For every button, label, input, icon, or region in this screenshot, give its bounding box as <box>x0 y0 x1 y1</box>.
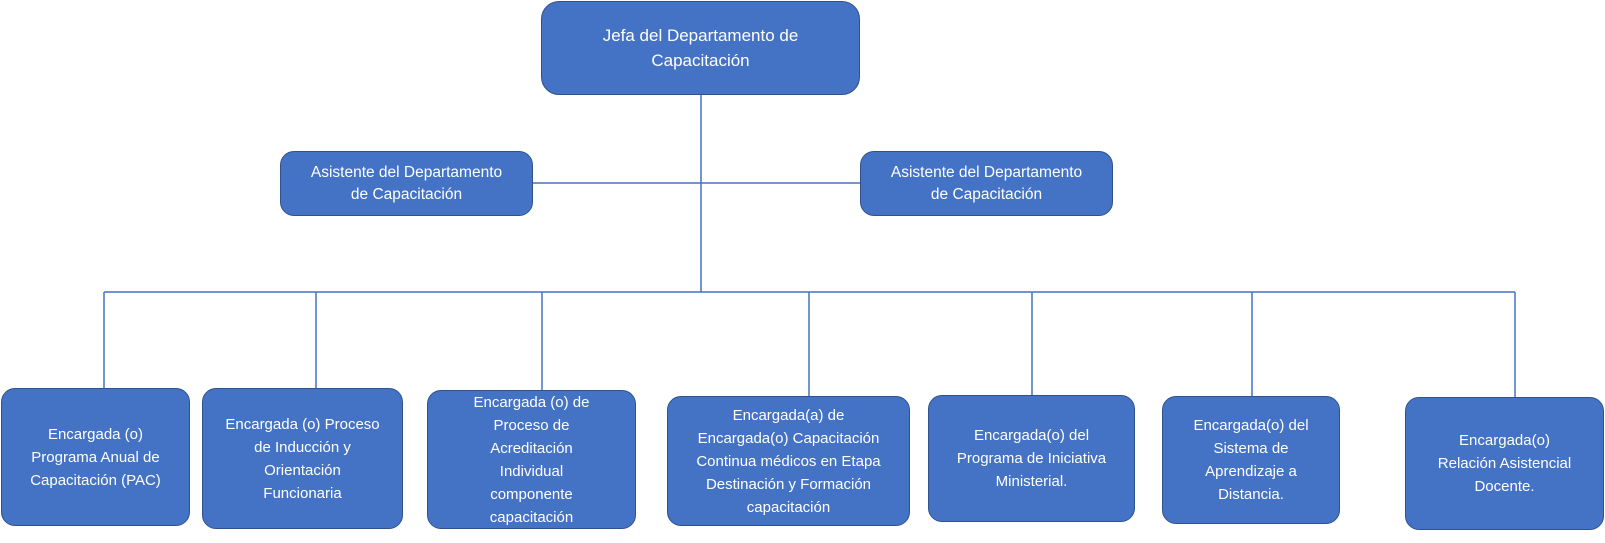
node-unit-pac: Encargada (o) Programa Anual de Capacita… <box>1 388 190 526</box>
node-unit-label: Encargada (o) Programa Anual de Capacita… <box>30 425 161 489</box>
node-unit-label: Encargada (o) de Proceso de Acreditación… <box>473 393 590 526</box>
node-assistant-left: Asistente del Departamento de Capacitaci… <box>280 151 533 216</box>
node-unit-distance-learning: Encargada(o) del Sistema de Aprendizaje … <box>1162 396 1340 524</box>
node-unit-label: Encargada(o) Relación Asistencial Docent… <box>1437 432 1572 495</box>
node-assistant-left-label: Asistente del Departamento de Capacitaci… <box>310 163 503 203</box>
node-unit-accreditation: Encargada (o) de Proceso de Acreditación… <box>427 390 636 529</box>
node-unit-label: Encargada (o) Proceso de Inducción y Ori… <box>225 415 380 502</box>
node-unit-induction: Encargada (o) Proceso de Inducción y Ori… <box>202 388 403 529</box>
node-department-head: Jefa del Departamento de Capacitación <box>541 1 860 95</box>
node-assistant-right-label: Asistente del Departamento de Capacitaci… <box>890 163 1083 203</box>
node-unit-label: Encargada(o) del Programa de Iniciativa … <box>956 427 1107 490</box>
node-unit-continuing-training: Encargada(a) de Encargada(o) Capacitació… <box>667 396 910 526</box>
node-unit-label: Encargada(o) del Sistema de Aprendizaje … <box>1193 417 1309 503</box>
node-department-head-label: Jefa del Departamento de Capacitación <box>602 26 799 70</box>
node-unit-label: Encargada(a) de Encargada(o) Capacitació… <box>696 406 881 516</box>
node-unit-ministerial-initiative: Encargada(o) del Programa de Iniciativa … <box>928 395 1135 522</box>
node-assistant-right: Asistente del Departamento de Capacitaci… <box>860 151 1113 216</box>
node-unit-teaching-care: Encargada(o) Relación Asistencial Docent… <box>1405 397 1604 530</box>
